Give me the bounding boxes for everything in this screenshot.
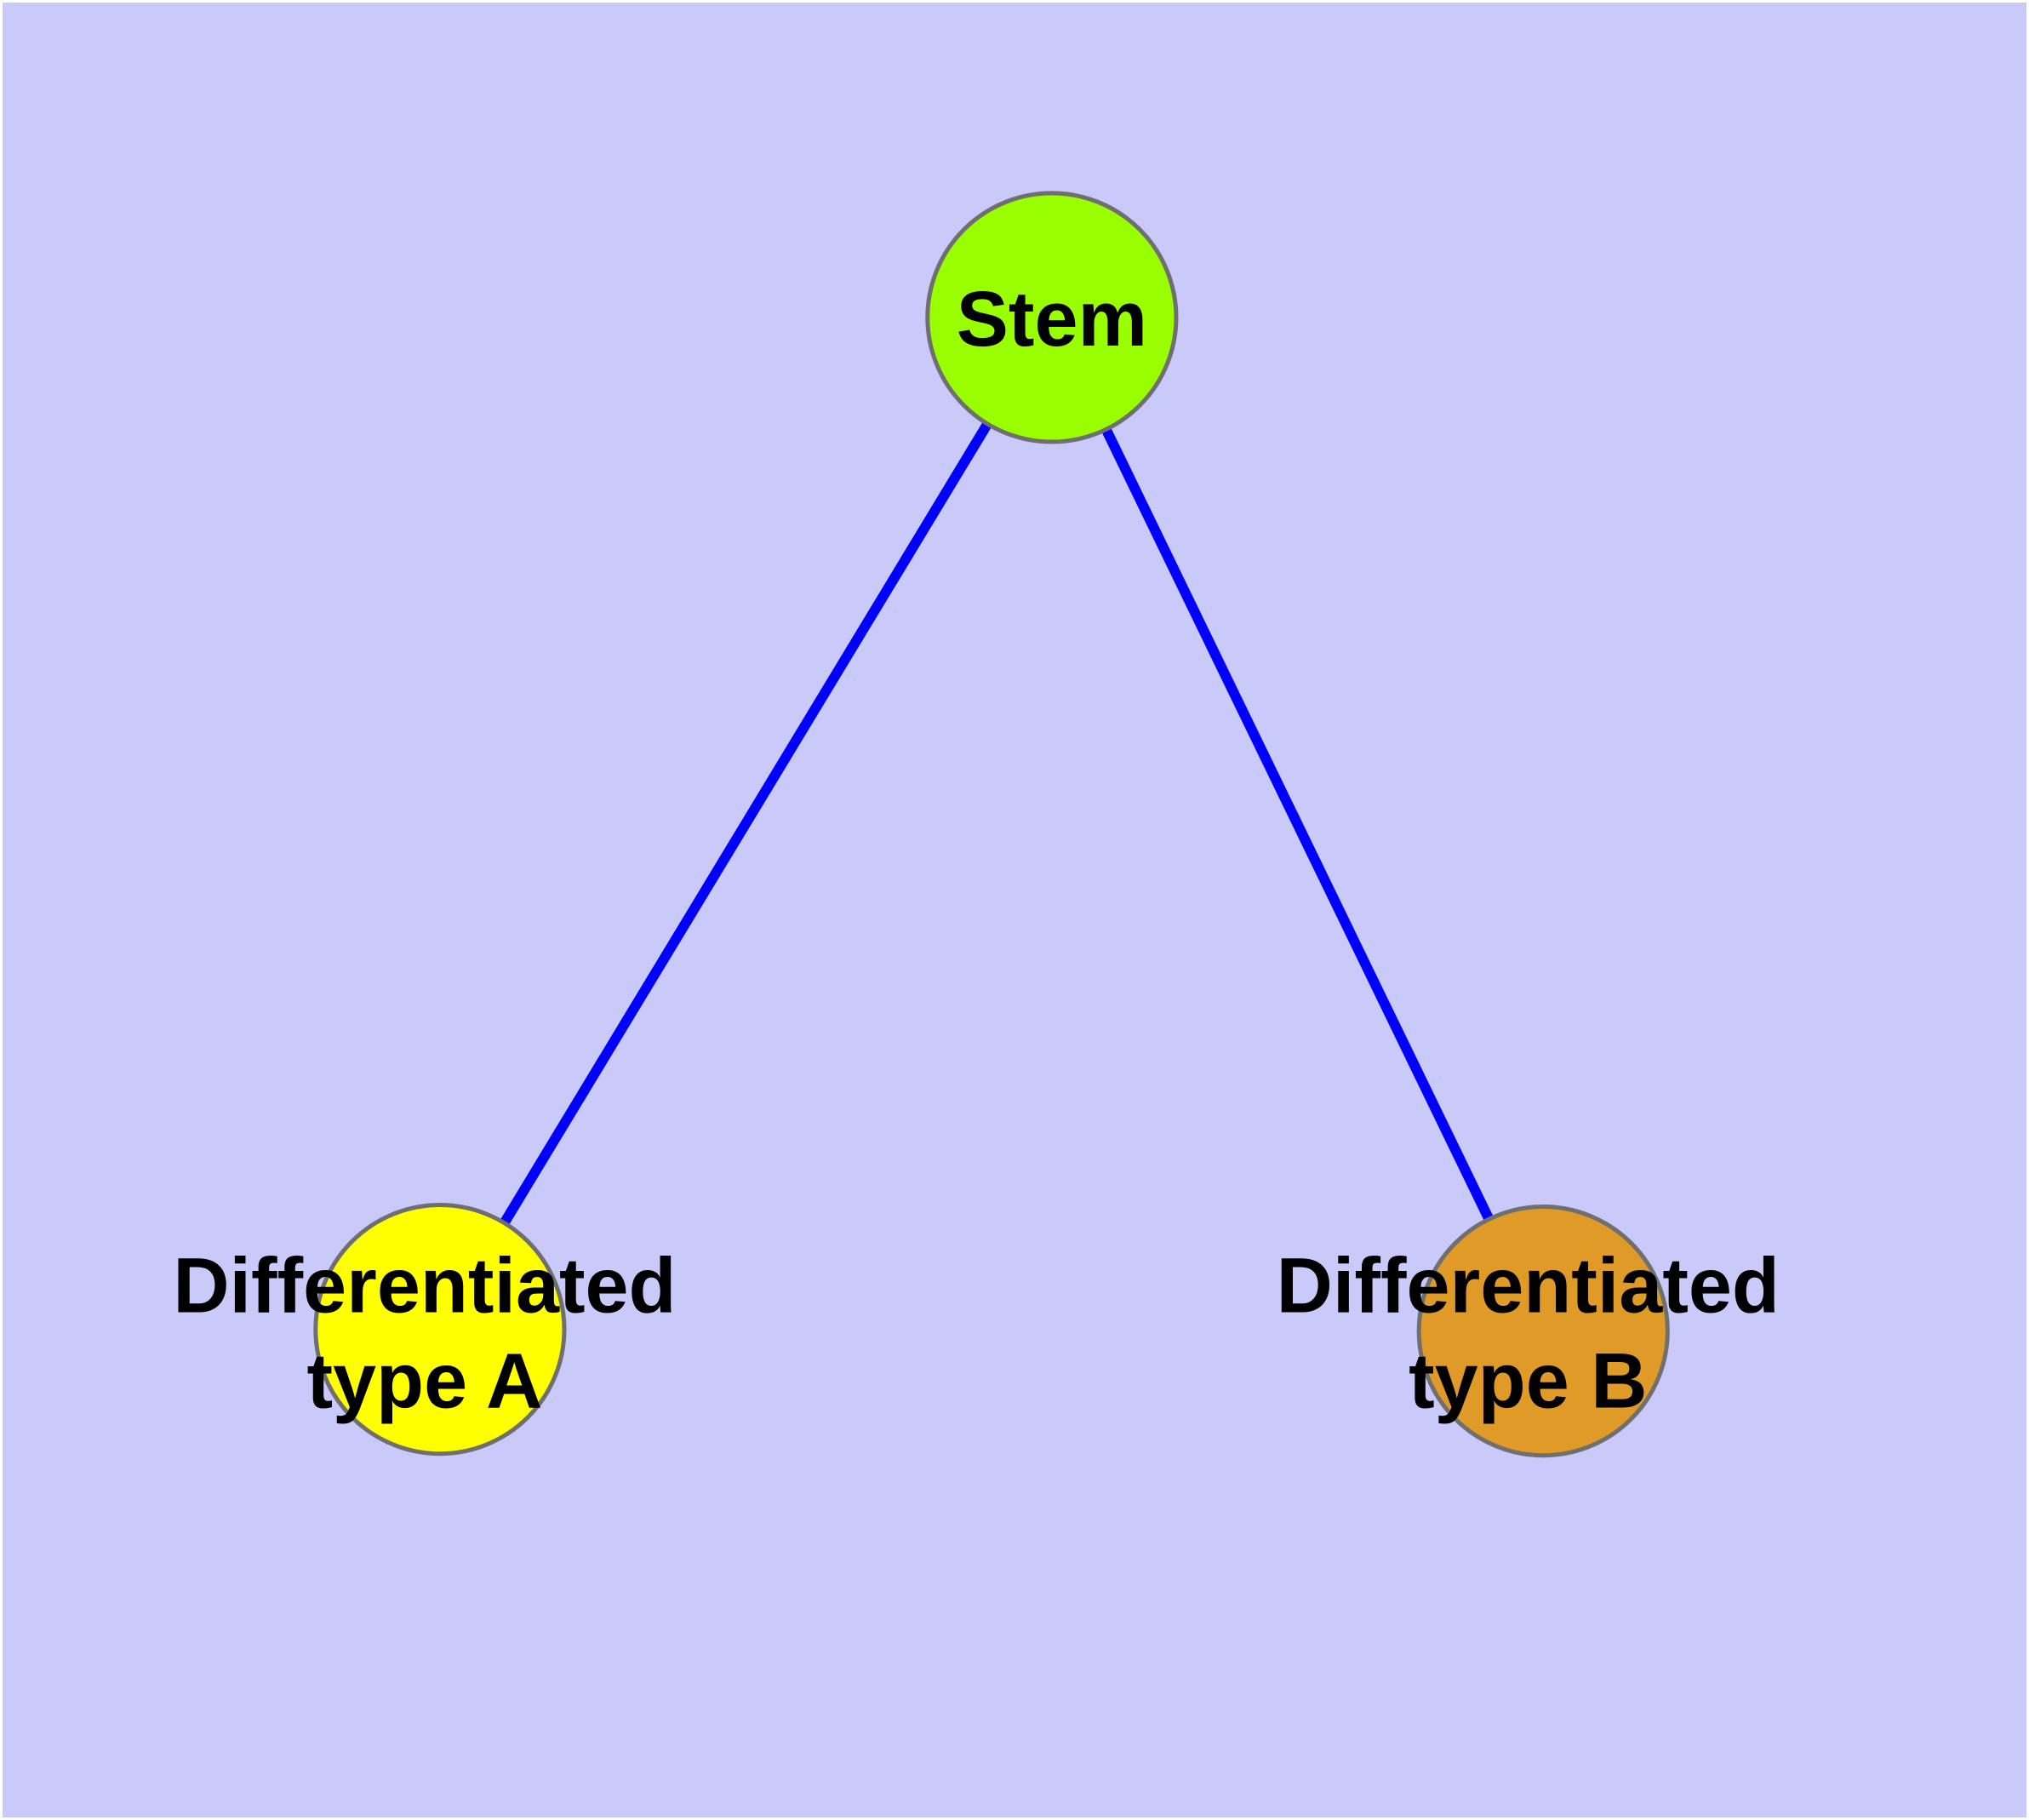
stem-differentiation-graph: Stem Differentiated type A Differentiate… bbox=[173, 191, 1780, 1458]
differentiated-type-a-label-line1: Differentiated bbox=[173, 1243, 676, 1330]
stem-node bbox=[925, 191, 1179, 444]
edge-stem-to-type-a bbox=[435, 314, 1056, 1332]
differentiated-type-a-label-line2: type A bbox=[306, 1337, 542, 1424]
differentiated-type-a-node bbox=[313, 1203, 567, 1457]
edge-stem-to-type-b bbox=[1047, 315, 1548, 1334]
differentiated-type-b-label-line1: Differentiated bbox=[1277, 1243, 1780, 1330]
differentiated-type-b-label-line2: type B bbox=[1409, 1337, 1647, 1424]
stem-node-label: Stem bbox=[957, 276, 1147, 363]
differentiated-type-b-node bbox=[1416, 1205, 1670, 1458]
